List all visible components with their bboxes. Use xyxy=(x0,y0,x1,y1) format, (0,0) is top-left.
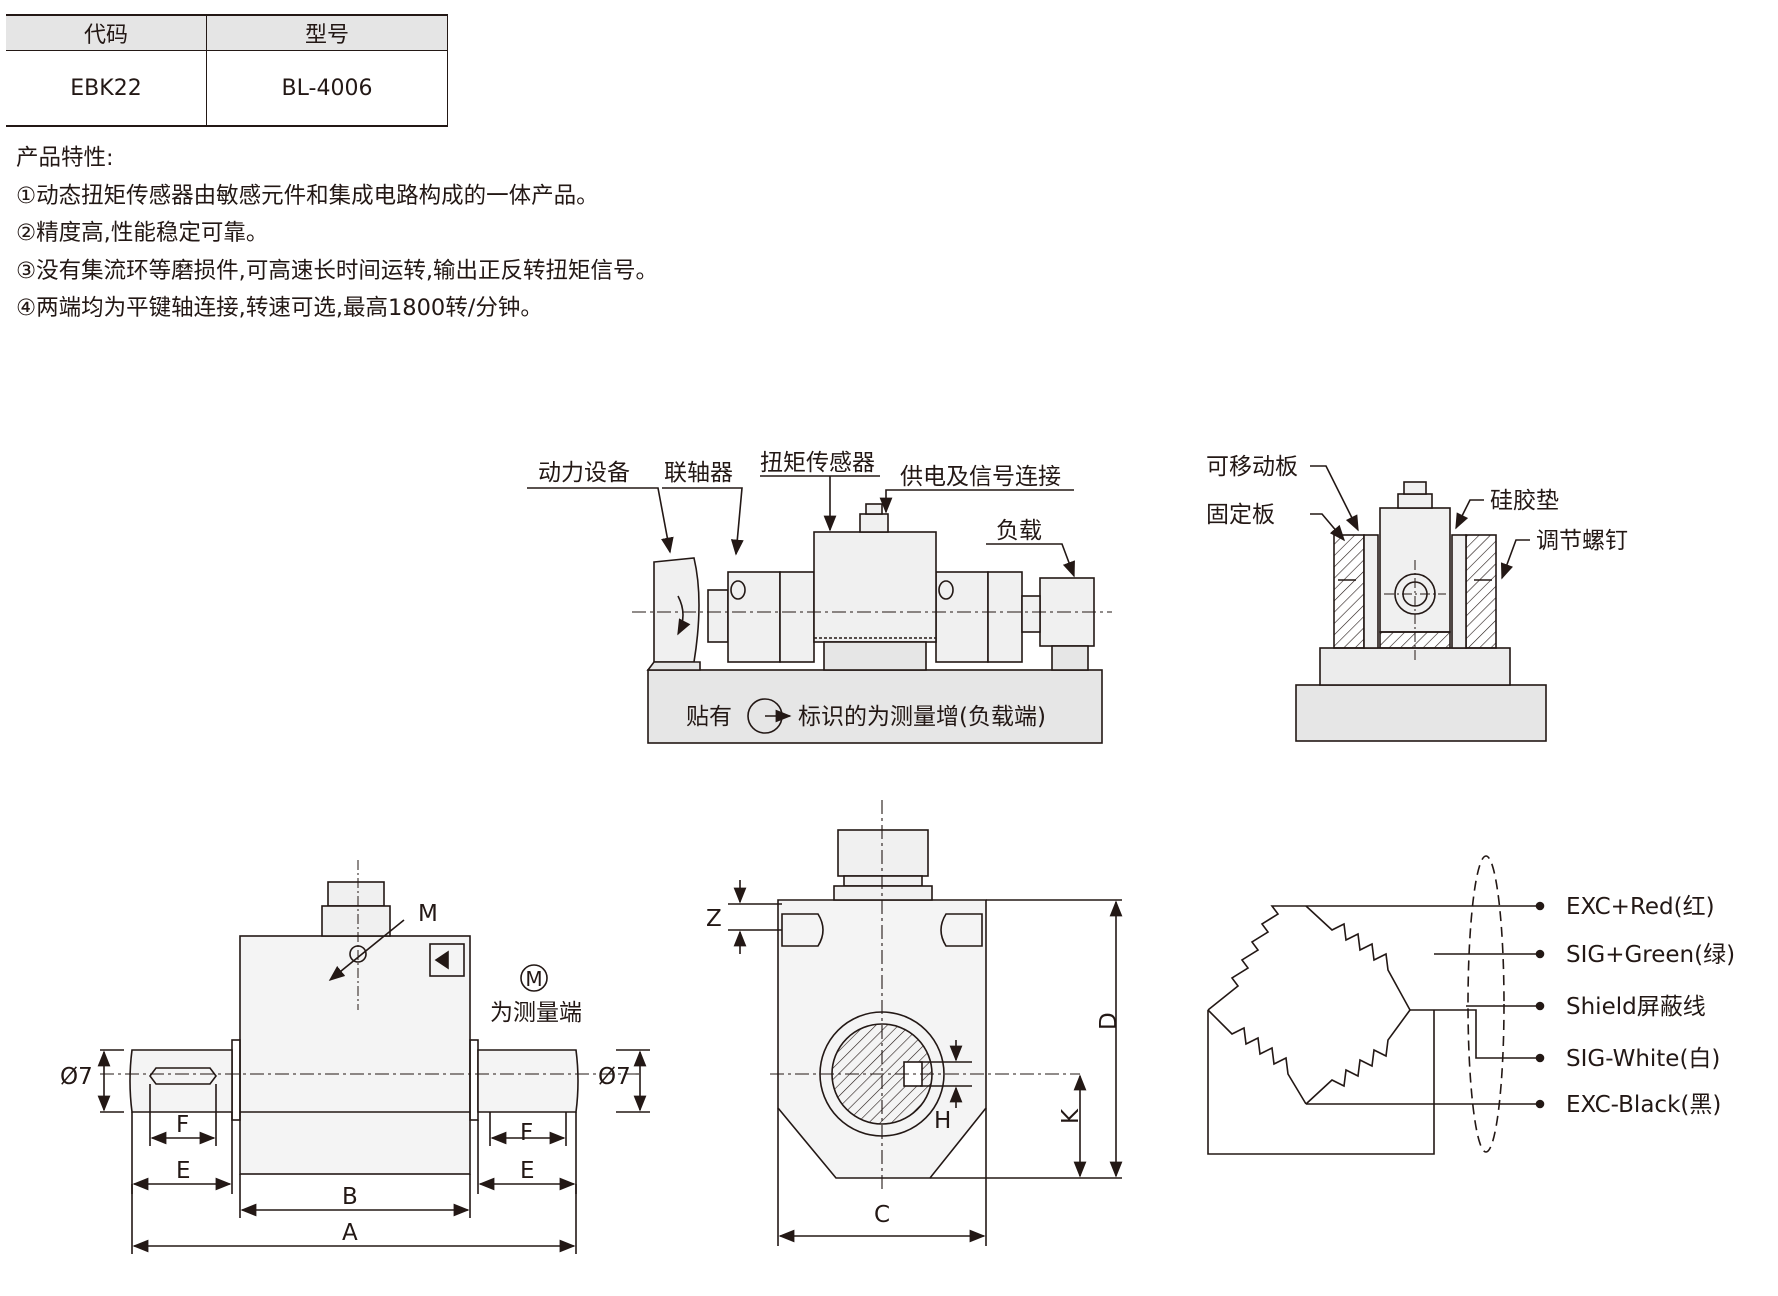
mount-diagram xyxy=(1295,465,1547,742)
label-c: C xyxy=(874,1202,890,1228)
label-supply-signal: 供电及信号连接 xyxy=(900,464,1061,490)
label-m-circled: M xyxy=(525,967,542,991)
label-sig-minus: SIG-White(白) xyxy=(1566,1046,1720,1072)
front-view xyxy=(728,800,1123,1246)
mount-labels: 可移动板 固定板 硅胶垫 调节螺钉 xyxy=(1206,454,1628,554)
label-fixed-plate: 固定板 xyxy=(1206,502,1275,528)
label-h: H xyxy=(934,1108,951,1134)
install-labels: 动力设备 联轴器 扭矩传感器 供电及信号连接 负载 贴有 标识的为测量增(负载端… xyxy=(538,450,1061,730)
label-load: 负载 xyxy=(996,518,1042,544)
cell-code: EBK22 xyxy=(6,50,207,127)
label-m: M xyxy=(418,901,438,927)
label-k: K xyxy=(1058,1108,1084,1124)
install-diagram xyxy=(527,475,1112,744)
header-code: 代码 xyxy=(6,14,207,51)
label-movable-plate: 可移动板 xyxy=(1206,454,1298,480)
feature-item: ③没有集流环等磨损件,可高速长时间运转,输出正反转扭矩信号。 xyxy=(16,257,658,284)
label-z: Z xyxy=(706,906,722,932)
label-e-right: E xyxy=(520,1158,535,1184)
spec-table: 代码 型号 EBK22 BL-4006 xyxy=(6,14,448,127)
label-power-device: 动力设备 xyxy=(538,460,630,486)
label-torque-sensor: 扭矩传感器 xyxy=(760,450,875,476)
label-d: D xyxy=(1096,1012,1122,1030)
wiring-diagram xyxy=(1207,855,1545,1155)
label-diameter-right: Ø7 xyxy=(598,1064,631,1090)
side-view-labels: M M 为测量端 Ø7 Ø7 F F E E B A xyxy=(60,901,631,1246)
label-shield: Shield屏蔽线 xyxy=(1566,994,1706,1020)
label-exc-plus: EXC+Red(红) xyxy=(1566,894,1715,920)
product-features: 产品特性: ①动态扭矩传感器由敏感元件和集成电路构成的一体产品。 ②精度高,性能… xyxy=(16,140,658,328)
label-sig-plus: SIG+Green(绿) xyxy=(1566,942,1735,968)
label-e-left: E xyxy=(176,1158,191,1184)
cell-model: BL-4006 xyxy=(206,50,448,127)
label-b: B xyxy=(342,1184,358,1210)
label-coupling: 联轴器 xyxy=(664,460,733,486)
front-view-labels: Z D H K C xyxy=(706,906,1122,1228)
feature-item: ④两端均为平键轴连接,转速可选,最高1800转/分钟。 xyxy=(16,295,543,321)
label-exc-minus: EXC-Black(黑) xyxy=(1566,1092,1721,1118)
feature-item: ①动态扭矩传感器由敏感元件和集成电路构成的一体产品。 xyxy=(16,182,599,209)
label-a: A xyxy=(342,1220,358,1246)
label-diameter-left: Ø7 xyxy=(60,1064,93,1090)
label-adjust-screw: 调节螺钉 xyxy=(1536,528,1628,554)
label-note-suffix: 标识的为测量增(负载端) xyxy=(798,704,1046,730)
side-view xyxy=(97,860,650,1254)
label-f-right: F xyxy=(520,1120,533,1146)
header-model: 型号 xyxy=(206,14,448,51)
label-f-left: F xyxy=(176,1112,189,1138)
label-note-prefix: 贴有 xyxy=(686,704,732,730)
wiring-labels: EXC+Red(红) SIG+Green(绿) Shield屏蔽线 SIG-Wh… xyxy=(1566,894,1735,1118)
label-silicone-pad: 硅胶垫 xyxy=(1490,488,1559,514)
spec-table-header-row: 代码 型号 xyxy=(6,14,448,51)
label-measure-end: 为测量端 xyxy=(490,1000,582,1026)
features-title: 产品特性: xyxy=(16,145,114,171)
feature-item: ②精度高,性能稳定可靠。 xyxy=(16,220,269,246)
table-row: EBK22 BL-4006 xyxy=(6,50,448,127)
